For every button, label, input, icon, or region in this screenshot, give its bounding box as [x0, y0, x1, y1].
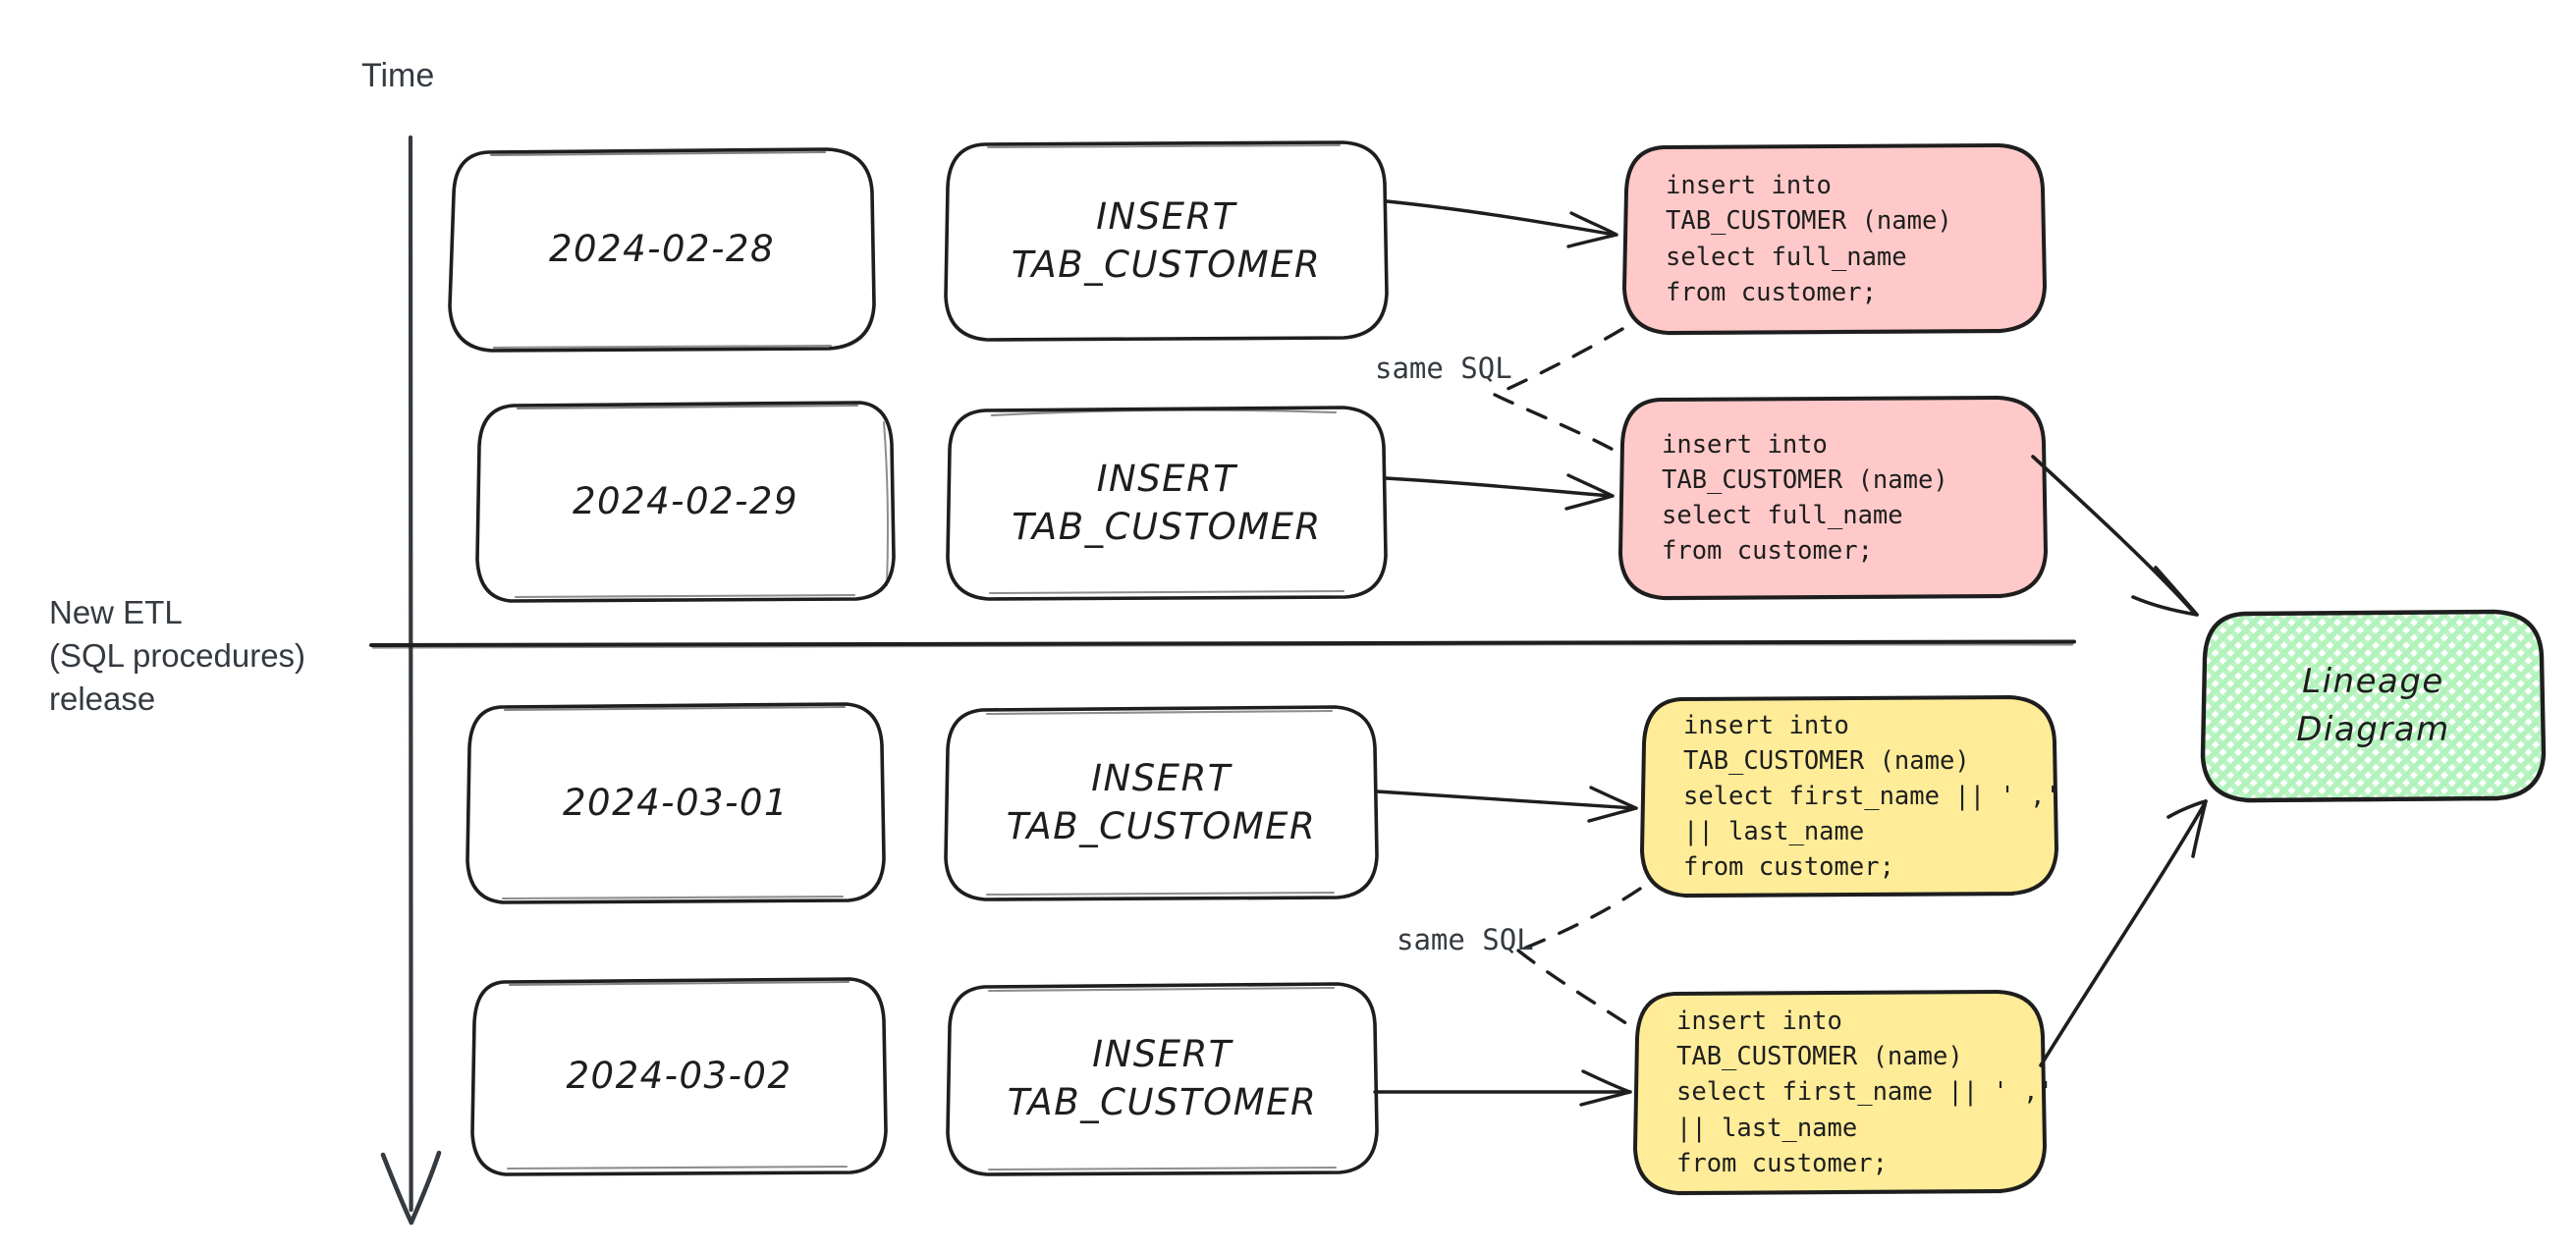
arrow-insert-to-sql-1 — [1385, 199, 1618, 248]
operation-text-row-3: INSERT TAB_CUSTOMER — [1006, 757, 1317, 847]
lineage-diagram-box[interactable]: Lineage Diagram — [2203, 612, 2544, 800]
date-box-row-2[interactable]: 2024-02-29 — [477, 403, 894, 601]
same-sql-label-bottom: same SQL — [1397, 923, 1534, 956]
operation-text-row-4: INSERT TAB_CUSTOMER — [1007, 1033, 1318, 1123]
sql-box-row-4[interactable]: insert into TAB_CUSTOMER (name) select f… — [1635, 992, 2054, 1193]
release-divider-line — [369, 639, 2076, 649]
arrow-insert-to-sql-4 — [1373, 1069, 1632, 1107]
operation-box-row-2[interactable]: INSERT TAB_CUSTOMER — [948, 408, 1386, 599]
sql-text-row-3: insert into TAB_CUSTOMER (name) select f… — [1683, 710, 2060, 883]
operation-text-row-2: INSERT TAB_CUSTOMER — [1012, 457, 1322, 548]
dashed-same-sql-bottom — [1516, 887, 1642, 1033]
same-sql-label-top: same SQL — [1375, 352, 1512, 385]
date-box-row-1[interactable]: 2024-02-28 — [450, 149, 874, 351]
date-text-row-1: 2024-02-28 — [548, 228, 776, 271]
date-text-row-4: 2024-03-02 — [566, 1055, 793, 1098]
time-axis — [380, 135, 442, 1225]
sql-text-row-4: insert into TAB_CUSTOMER (name) select f… — [1676, 1007, 2054, 1178]
sql-text-row-1: insert into TAB_CUSTOMER (name) select f… — [1666, 171, 1952, 307]
operation-box-row-1[interactable]: INSERT TAB_CUSTOMER — [946, 142, 1387, 340]
sql-text-row-2: insert into TAB_CUSTOMER (name) select f… — [1662, 429, 1948, 567]
sql-box-row-1[interactable]: insert into TAB_CUSTOMER (name) select f… — [1624, 145, 2045, 333]
sql-box-row-3[interactable]: insert into TAB_CUSTOMER (name) select f… — [1642, 697, 2060, 896]
lineage-diagram-label: Lineage Diagram — [2296, 661, 2450, 749]
date-text-row-3: 2024-03-01 — [562, 781, 790, 824]
date-box-row-4[interactable]: 2024-03-02 — [472, 979, 886, 1174]
sql-box-row-2[interactable]: insert into TAB_CUSTOMER (name) select f… — [1620, 398, 2046, 598]
time-axis-label: Time — [361, 57, 435, 94]
dashed-same-sql-top — [1493, 327, 1624, 456]
arrow-sql4-to-lineage — [2039, 799, 2208, 1067]
arrow-insert-to-sql-3 — [1375, 786, 1638, 823]
arrow-sql2-to-lineage — [2031, 455, 2199, 617]
operation-box-row-3[interactable]: INSERT TAB_CUSTOMER — [946, 707, 1377, 899]
arrow-insert-to-sql-2 — [1384, 473, 1615, 511]
date-box-row-3[interactable]: 2024-03-01 — [467, 704, 884, 902]
operation-text-row-1: INSERT TAB_CUSTOMER — [1011, 194, 1322, 286]
operation-box-row-4[interactable]: INSERT TAB_CUSTOMER — [948, 984, 1377, 1174]
release-marker-label: New ETL (SQL procedures) release — [49, 594, 306, 718]
date-text-row-2: 2024-02-29 — [572, 479, 799, 522]
